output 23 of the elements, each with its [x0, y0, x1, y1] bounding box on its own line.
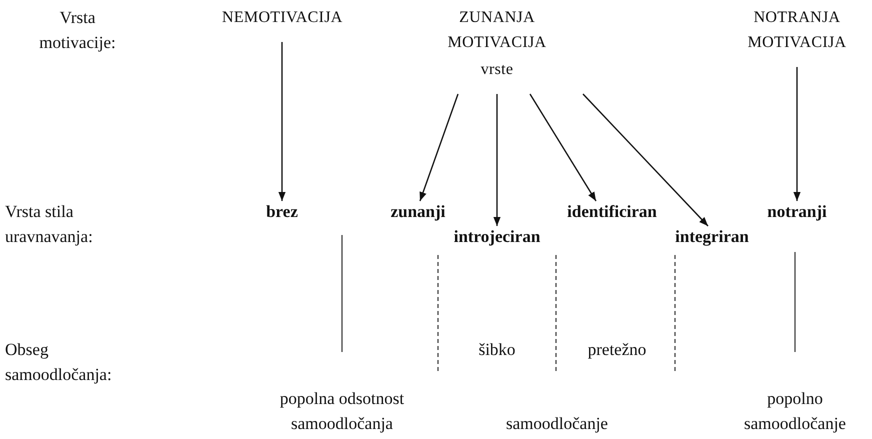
regulation-style-label: integriran	[675, 224, 749, 249]
row-heading: Vrsta stila uravnavanja:	[5, 201, 94, 248]
self-determination-level-label: samoodločanje	[506, 413, 608, 435]
arrow	[278, 42, 286, 201]
arrow	[582, 94, 708, 226]
self-determination-level-label: pretežno	[588, 339, 646, 361]
row-heading: Obseg samoodločanja:	[5, 339, 113, 386]
motivation-type-heading: NEMOTIVACIJA	[222, 5, 342, 30]
subtypes-label: vrste	[480, 60, 514, 80]
arrow	[793, 67, 801, 201]
regulation-style-label: zunanji	[390, 199, 446, 224]
self-determination-level-label: popolno samoodločanje	[743, 388, 847, 435]
arrow	[493, 94, 501, 226]
row-heading: Vrsta motivacije:	[38, 7, 117, 54]
self-determination-level-label: popolna odsotnost samoodločanja	[278, 388, 406, 435]
regulation-style-label: introjeciran	[454, 224, 540, 249]
regulation-style-label: notranji	[767, 199, 827, 224]
arrow	[419, 94, 459, 202]
motivation-type-heading: NOTRANJA MOTIVACIJA	[737, 5, 857, 55]
regulation-style-label: identificiran	[567, 199, 657, 224]
arrow	[529, 94, 597, 202]
self-determination-level-label: šibko	[478, 339, 516, 361]
regulation-style-label: brez	[266, 199, 298, 224]
